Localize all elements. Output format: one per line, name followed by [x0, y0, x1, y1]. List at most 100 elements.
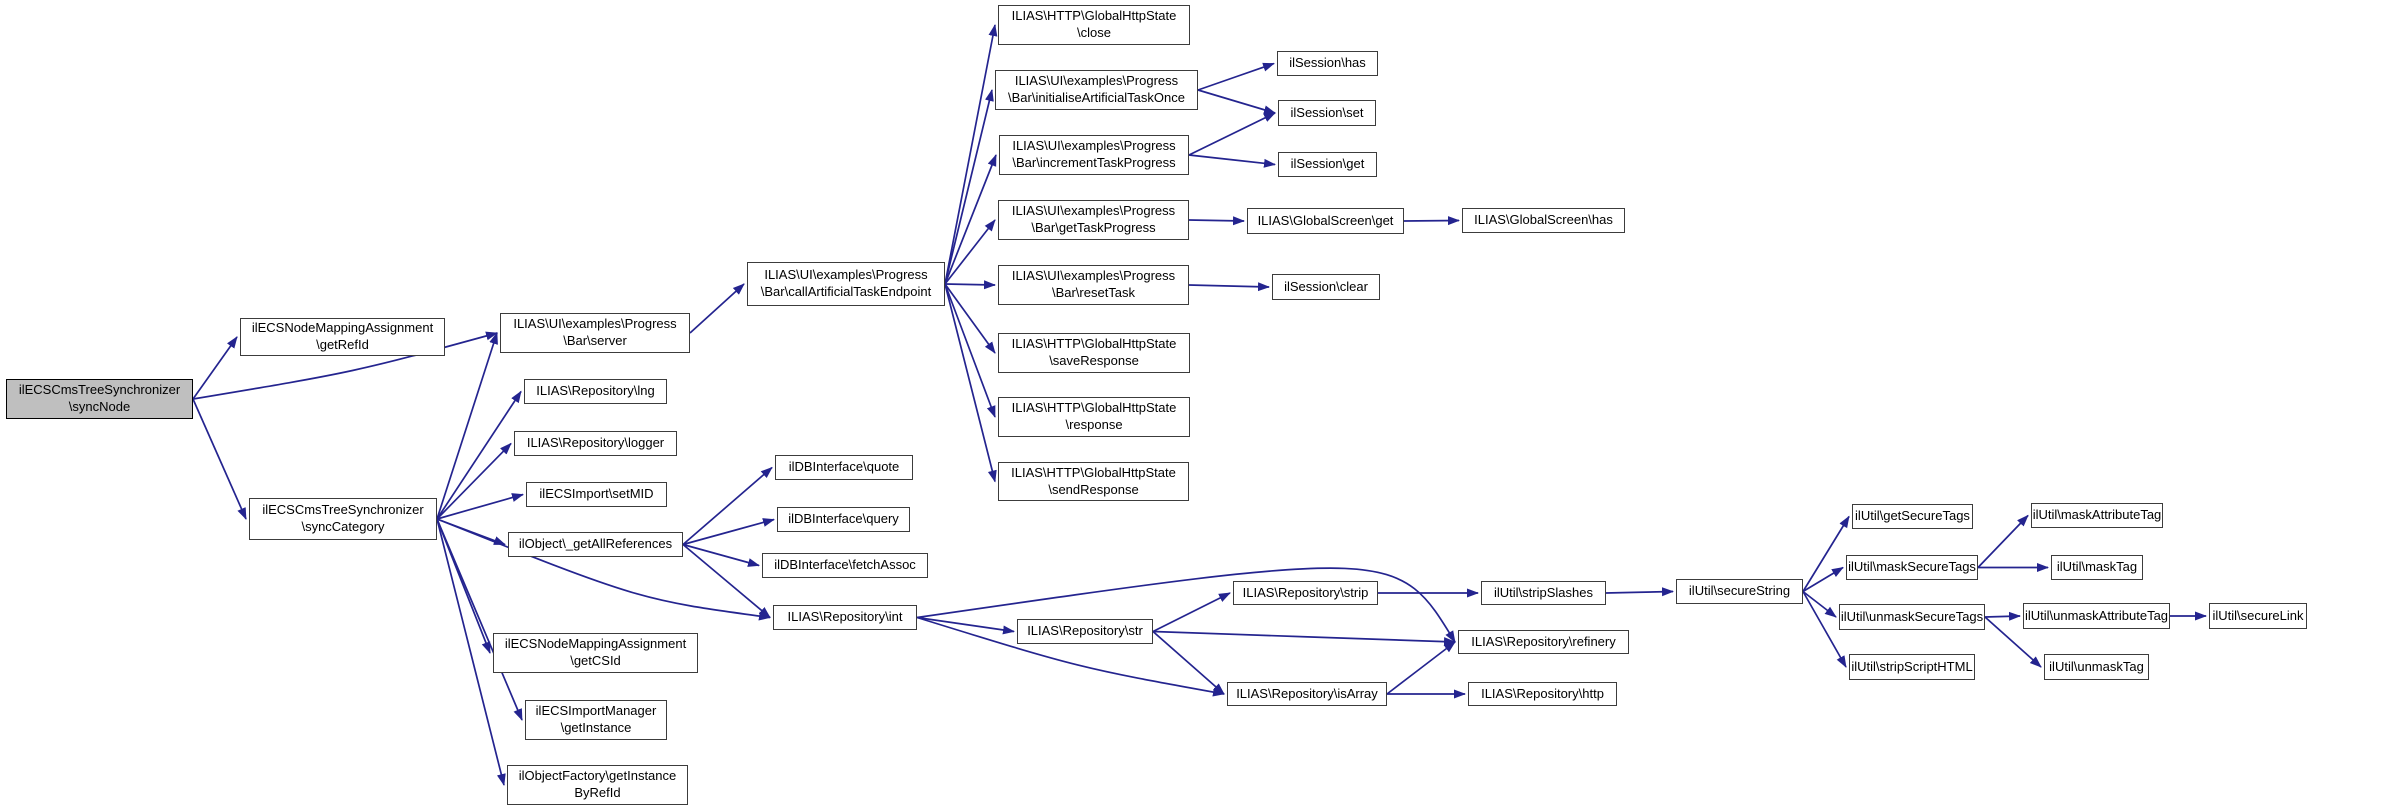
node-getCSId[interactable]: ilECSNodeMappingAssignment\getCSId — [493, 633, 698, 673]
node-resetTask[interactable]: ILIAS\UI\examples\Progress\Bar\resetTask — [998, 265, 1189, 305]
node-secureString[interactable]: ilUtil\secureString — [1676, 579, 1803, 604]
edge-syncCategory-to-int — [436, 518, 771, 621]
node-strip[interactable]: ILIAS\Repository\strip — [1233, 581, 1378, 605]
node-getAllReferences[interactable]: ilObject\_getAllReferences — [508, 532, 683, 557]
node-label-line: ilECSNodeMappingAssignment — [251, 320, 434, 336]
node-label-line: ILIAS\Repository\lng — [536, 383, 655, 399]
edge-stripSlashes-to-secureString — [1605, 587, 1674, 597]
node-setMID[interactable]: ilECSImport\setMID — [526, 482, 667, 507]
edge-syncCategory-to-getInstanceByRefId — [436, 518, 506, 786]
edge-callArtificialTaskEndpoint-to-getTaskProgress — [944, 219, 996, 285]
node-label-line: \getRefId — [316, 337, 369, 352]
node-label-line: ByRefId — [574, 785, 621, 800]
node-label-line: ilObjectFactory\getInstance — [518, 768, 677, 784]
node-label-line: ilUtil\unmaskTag — [2049, 658, 2144, 674]
node-refinery[interactable]: ILIAS\Repository\refinery — [1458, 630, 1629, 654]
edge-callArtificialTaskEndpoint-to-saveResponse — [944, 283, 996, 354]
node-label-line: ilUtil\maskSecureTags — [1848, 559, 1976, 575]
node-label-line: ilECSImport\setMID — [539, 486, 654, 502]
node-stripSlashes[interactable]: ilUtil\stripSlashes — [1481, 581, 1606, 605]
edge-callArtificialTaskEndpoint-to-resetTask — [944, 280, 996, 290]
edge-callArtificialTaskEndpoint-to-close — [944, 24, 998, 285]
edge-getAllReferences-to-int — [682, 543, 771, 619]
edge-getAllReferences-to-fetchAssoc — [682, 543, 760, 567]
node-label-line: ilECSImportManager — [535, 703, 657, 719]
node-label-line: \Bar\incrementTaskProgress — [1012, 155, 1176, 170]
node-query[interactable]: ilDBInterface\query — [777, 507, 910, 532]
node-maskTag[interactable]: ilUtil\maskTag — [2051, 555, 2143, 580]
edge-incrementTaskProgress-to-sessionSet — [1188, 112, 1276, 156]
node-globalScreenGet[interactable]: ILIAS\GlobalScreen\get — [1247, 208, 1404, 234]
node-unmaskTag[interactable]: ilUtil\unmaskTag — [2044, 654, 2149, 680]
node-fetchAssoc[interactable]: ilDBInterface\fetchAssoc — [762, 553, 928, 578]
node-syncCategory[interactable]: ilECSCmsTreeSynchronizer\syncCategory — [249, 498, 437, 540]
edge-globalScreenGet-to-globalScreenHas — [1403, 216, 1460, 226]
node-getSecureTags[interactable]: ilUtil\getSecureTags — [1852, 504, 1973, 529]
edge-getAllReferences-to-quote — [682, 466, 773, 546]
node-secureLink[interactable]: ilUtil\secureLink — [2209, 603, 2307, 629]
node-label-line: ilECSCmsTreeSynchronizer — [18, 382, 181, 398]
node-syncNode[interactable]: ilECSCmsTreeSynchronizer\syncNode — [6, 379, 193, 419]
node-label-line: ILIAS\HTTP\GlobalHttpState — [1011, 8, 1177, 24]
node-callArtificialTaskEndpoint[interactable]: ILIAS\UI\examples\Progress\Bar\callArtif… — [747, 262, 945, 306]
node-label-line: \Bar\initialiseArtificialTaskOnce — [1007, 90, 1185, 105]
edge-secureString-to-maskSecureTags — [1802, 566, 1844, 593]
node-label-line: ilSession\has — [1289, 55, 1366, 71]
node-str[interactable]: ILIAS\Repository\str — [1017, 619, 1153, 644]
edge-syncCategory-to-importManagerGetInstance — [436, 518, 523, 721]
node-label-line: ILIAS\GlobalScreen\has — [1474, 212, 1613, 228]
node-sessionHas[interactable]: ilSession\has — [1277, 51, 1378, 76]
edge-callArtificialTaskEndpoint-to-response — [944, 283, 996, 418]
node-initialiseArtificialTaskOnce[interactable]: ILIAS\UI\examples\Progress\Bar\initialis… — [995, 70, 1198, 110]
node-label-line: \response — [1065, 417, 1123, 432]
node-label-line: ilECSCmsTreeSynchronizer — [262, 502, 424, 518]
node-unmaskSecureTags[interactable]: ilUtil\unmaskSecureTags — [1839, 604, 1985, 630]
node-label-line: ILIAS\UI\examples\Progress — [764, 267, 928, 283]
node-http[interactable]: ILIAS\Repository\http — [1468, 682, 1617, 706]
node-label-line: \Bar\server — [563, 333, 627, 348]
edge-int-to-refinery — [916, 567, 1456, 643]
edge-str-to-isArray — [1152, 630, 1225, 695]
node-label-line: ILIAS\Repository\int — [787, 609, 903, 625]
edge-callArtificialTaskEndpoint-to-incrementTaskProgress — [944, 154, 997, 285]
node-logger[interactable]: ILIAS\Repository\logger — [514, 431, 677, 456]
node-saveResponse[interactable]: ILIAS\HTTP\GlobalHttpState\saveResponse — [998, 333, 1190, 373]
edge-int-to-str — [916, 616, 1015, 635]
node-label-line: \getInstance — [560, 720, 632, 735]
node-label-line: ILIAS\UI\examples\Progress — [1012, 138, 1176, 154]
node-sessionSet[interactable]: ilSession\set — [1278, 100, 1376, 126]
edge-syncNode-to-getRefId — [192, 336, 238, 400]
node-lng[interactable]: ILIAS\Repository\lng — [524, 379, 667, 404]
node-unmaskAttributeTag[interactable]: ilUtil\unmaskAttributeTag — [2023, 603, 2170, 629]
node-quote[interactable]: ilDBInterface\quote — [775, 455, 913, 480]
node-sendResponse[interactable]: ILIAS\HTTP\GlobalHttpState\sendResponse — [998, 462, 1189, 501]
node-stripScriptHTML[interactable]: ilUtil\stripScriptHTML — [1849, 654, 1975, 680]
node-close[interactable]: ILIAS\HTTP\GlobalHttpState\close — [998, 5, 1190, 45]
node-label-line: \close — [1077, 25, 1111, 40]
node-label-line: ILIAS\HTTP\GlobalHttpState — [1011, 464, 1176, 480]
edge-secureString-to-stripScriptHTML — [1802, 591, 1847, 668]
node-sessionClear[interactable]: ilSession\clear — [1272, 274, 1380, 300]
node-importManagerGetInstance[interactable]: ilECSImportManager\getInstance — [525, 700, 667, 740]
node-globalScreenHas[interactable]: ILIAS\GlobalScreen\has — [1462, 208, 1625, 233]
node-maskAttributeTag[interactable]: ilUtil\maskAttributeTag — [2031, 503, 2163, 528]
node-label-line: ilUtil\maskTag — [2056, 559, 2138, 575]
node-getRefId[interactable]: ilECSNodeMappingAssignment\getRefId — [240, 318, 445, 356]
node-server[interactable]: ILIAS\UI\examples\Progress\Bar\server — [500, 313, 690, 353]
node-maskSecureTags[interactable]: ilUtil\maskSecureTags — [1846, 555, 1978, 580]
node-label-line: \Bar\getTaskProgress — [1031, 220, 1156, 235]
node-sessionGet[interactable]: ilSession\get — [1278, 152, 1377, 177]
node-label-line: ilObject\_getAllReferences — [518, 536, 673, 552]
node-label-line: ilUtil\maskAttributeTag — [2032, 507, 2162, 523]
node-incrementTaskProgress[interactable]: ILIAS\UI\examples\Progress\Bar\increment… — [999, 135, 1189, 175]
edge-syncCategory-to-logger — [436, 442, 512, 520]
node-label-line: ilUtil\secureLink — [2212, 607, 2304, 623]
node-response[interactable]: ILIAS\HTTP\GlobalHttpState\response — [998, 397, 1190, 437]
node-getTaskProgress[interactable]: ILIAS\UI\examples\Progress\Bar\getTaskPr… — [998, 200, 1189, 240]
node-label-line: ILIAS\Repository\logger — [526, 435, 665, 451]
node-label-line: ILIAS\Repository\str — [1027, 623, 1143, 639]
node-isArray[interactable]: ILIAS\Repository\isArray — [1227, 682, 1387, 706]
node-int[interactable]: ILIAS\Repository\int — [773, 605, 917, 630]
